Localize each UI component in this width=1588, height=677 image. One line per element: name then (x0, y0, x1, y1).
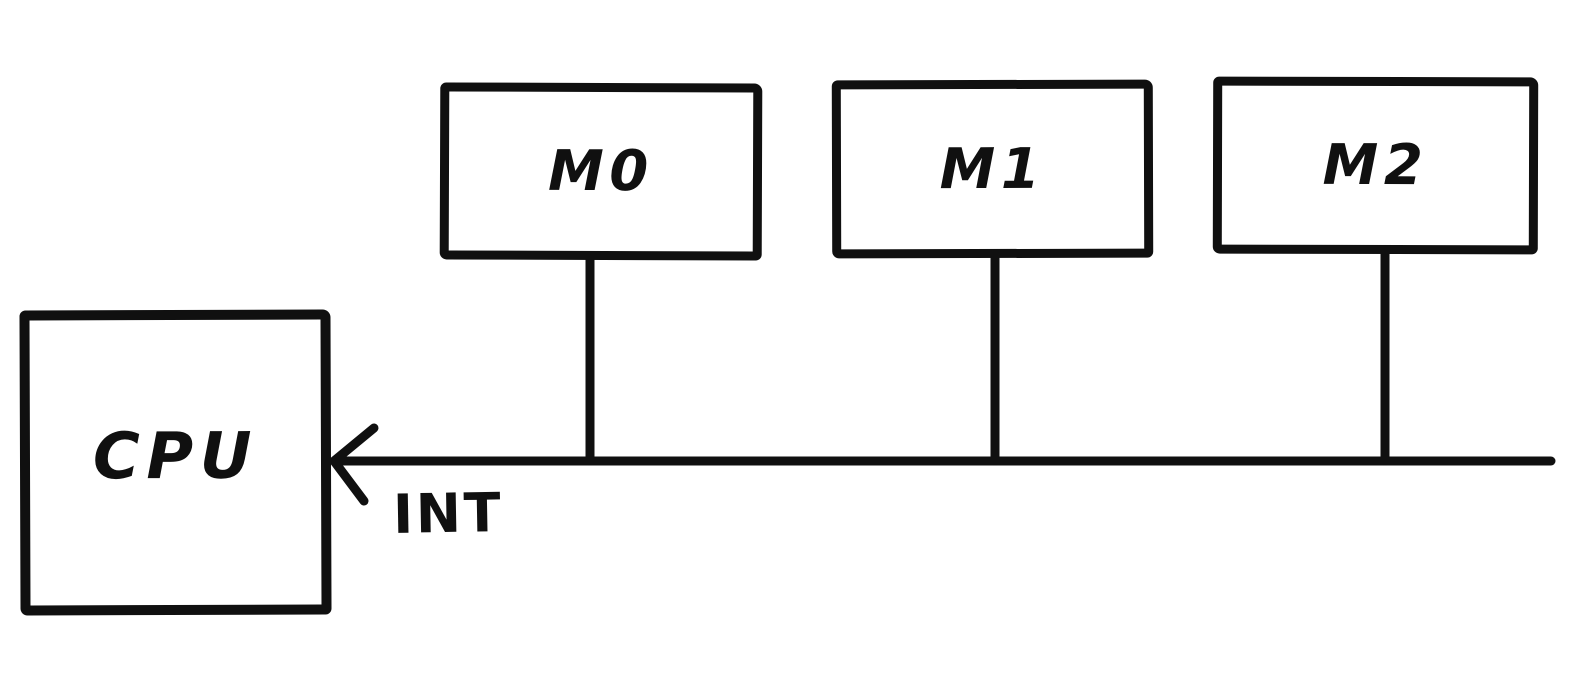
node-m1: M1 (831, 79, 1154, 259)
node-m0: M0 (439, 82, 763, 261)
node-m2-label: M2 (1322, 132, 1429, 199)
node-cpu: CPU (19, 309, 332, 616)
bus-label-int: INT (392, 481, 504, 546)
node-m0-label: M0 (547, 138, 655, 205)
node-m2: M2 (1212, 76, 1539, 255)
node-cpu-label: CPU (92, 419, 259, 494)
arrowhead-into-cpu-icon (327, 423, 379, 506)
node-m1-label: M1 (939, 136, 1046, 202)
